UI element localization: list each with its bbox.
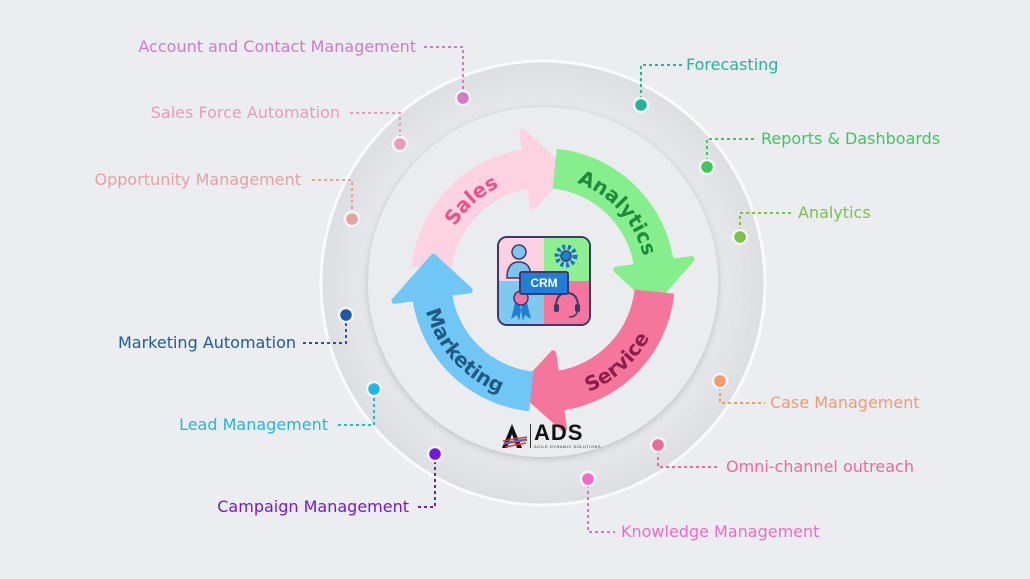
feature-label-forecasting: Forecasting	[686, 55, 779, 74]
dot-omni-channel-outreach	[649, 436, 667, 454]
dot-case-management	[711, 372, 729, 390]
arrowhead-icon	[516, 350, 567, 432]
ads-logo-mark-icon	[502, 424, 528, 448]
feature-label-lead-management: Lead Management	[179, 415, 328, 434]
crm-icon: CRM	[497, 236, 591, 326]
crm-badge: CRM	[519, 271, 569, 295]
connector-forecasting	[640, 64, 682, 105]
feature-label-omni-channel-outreach: Omni-channel outreach	[726, 457, 914, 476]
gear-icon	[544, 238, 589, 281]
logo-name: ADS	[534, 420, 584, 445]
dot-account-and-contact-management	[454, 89, 472, 107]
feature-label-analytics: Analytics	[798, 203, 871, 222]
connector-marketing-automation	[303, 315, 347, 344]
dot-reports-dashboards	[698, 158, 716, 176]
dot-lead-management	[365, 380, 383, 398]
arrowhead-icon	[613, 256, 695, 307]
dot-marketing-automation	[337, 306, 355, 324]
dot-forecasting	[632, 96, 650, 114]
feature-label-opportunity-management: Opportunity Management	[94, 170, 302, 189]
connector-account-and-contact-management	[424, 46, 464, 98]
feature-label-account-and-contact-management: Account and Contact Management	[138, 37, 416, 56]
feature-label-marketing-automation: Marketing Automation	[117, 333, 296, 352]
dot-analytics	[731, 228, 749, 246]
dot-knowledge-management	[579, 470, 597, 488]
connector-lead-management	[338, 389, 375, 426]
dot-sales-force-automation	[391, 135, 409, 153]
feature-label-sales-force-automation: Sales Force Automation	[150, 103, 340, 122]
dot-campaign-management	[426, 445, 444, 463]
logo-tagline: AGILE DYNAMIC SOLUTIONS	[534, 444, 602, 449]
dot-opportunity-management	[343, 210, 361, 228]
connector-reports-dashboards	[706, 138, 756, 167]
connector-opportunity-management	[312, 179, 353, 219]
feature-label-reports-dashboards: Reports & Dashboards	[761, 129, 941, 148]
feature-label-knowledge-management: Knowledge Management	[621, 522, 820, 541]
ads-logo: ADS AGILE DYNAMIC SOLUTIONS	[500, 420, 601, 452]
connector-sales-force-automation	[350, 112, 401, 144]
feature-label-campaign-management: Campaign Management	[217, 497, 409, 516]
arrowhead-icon	[519, 128, 570, 210]
arrowhead-icon	[391, 253, 473, 304]
feature-label-case-management: Case Management	[770, 393, 920, 412]
cycle-arrow-sales: Sales	[411, 128, 570, 272]
